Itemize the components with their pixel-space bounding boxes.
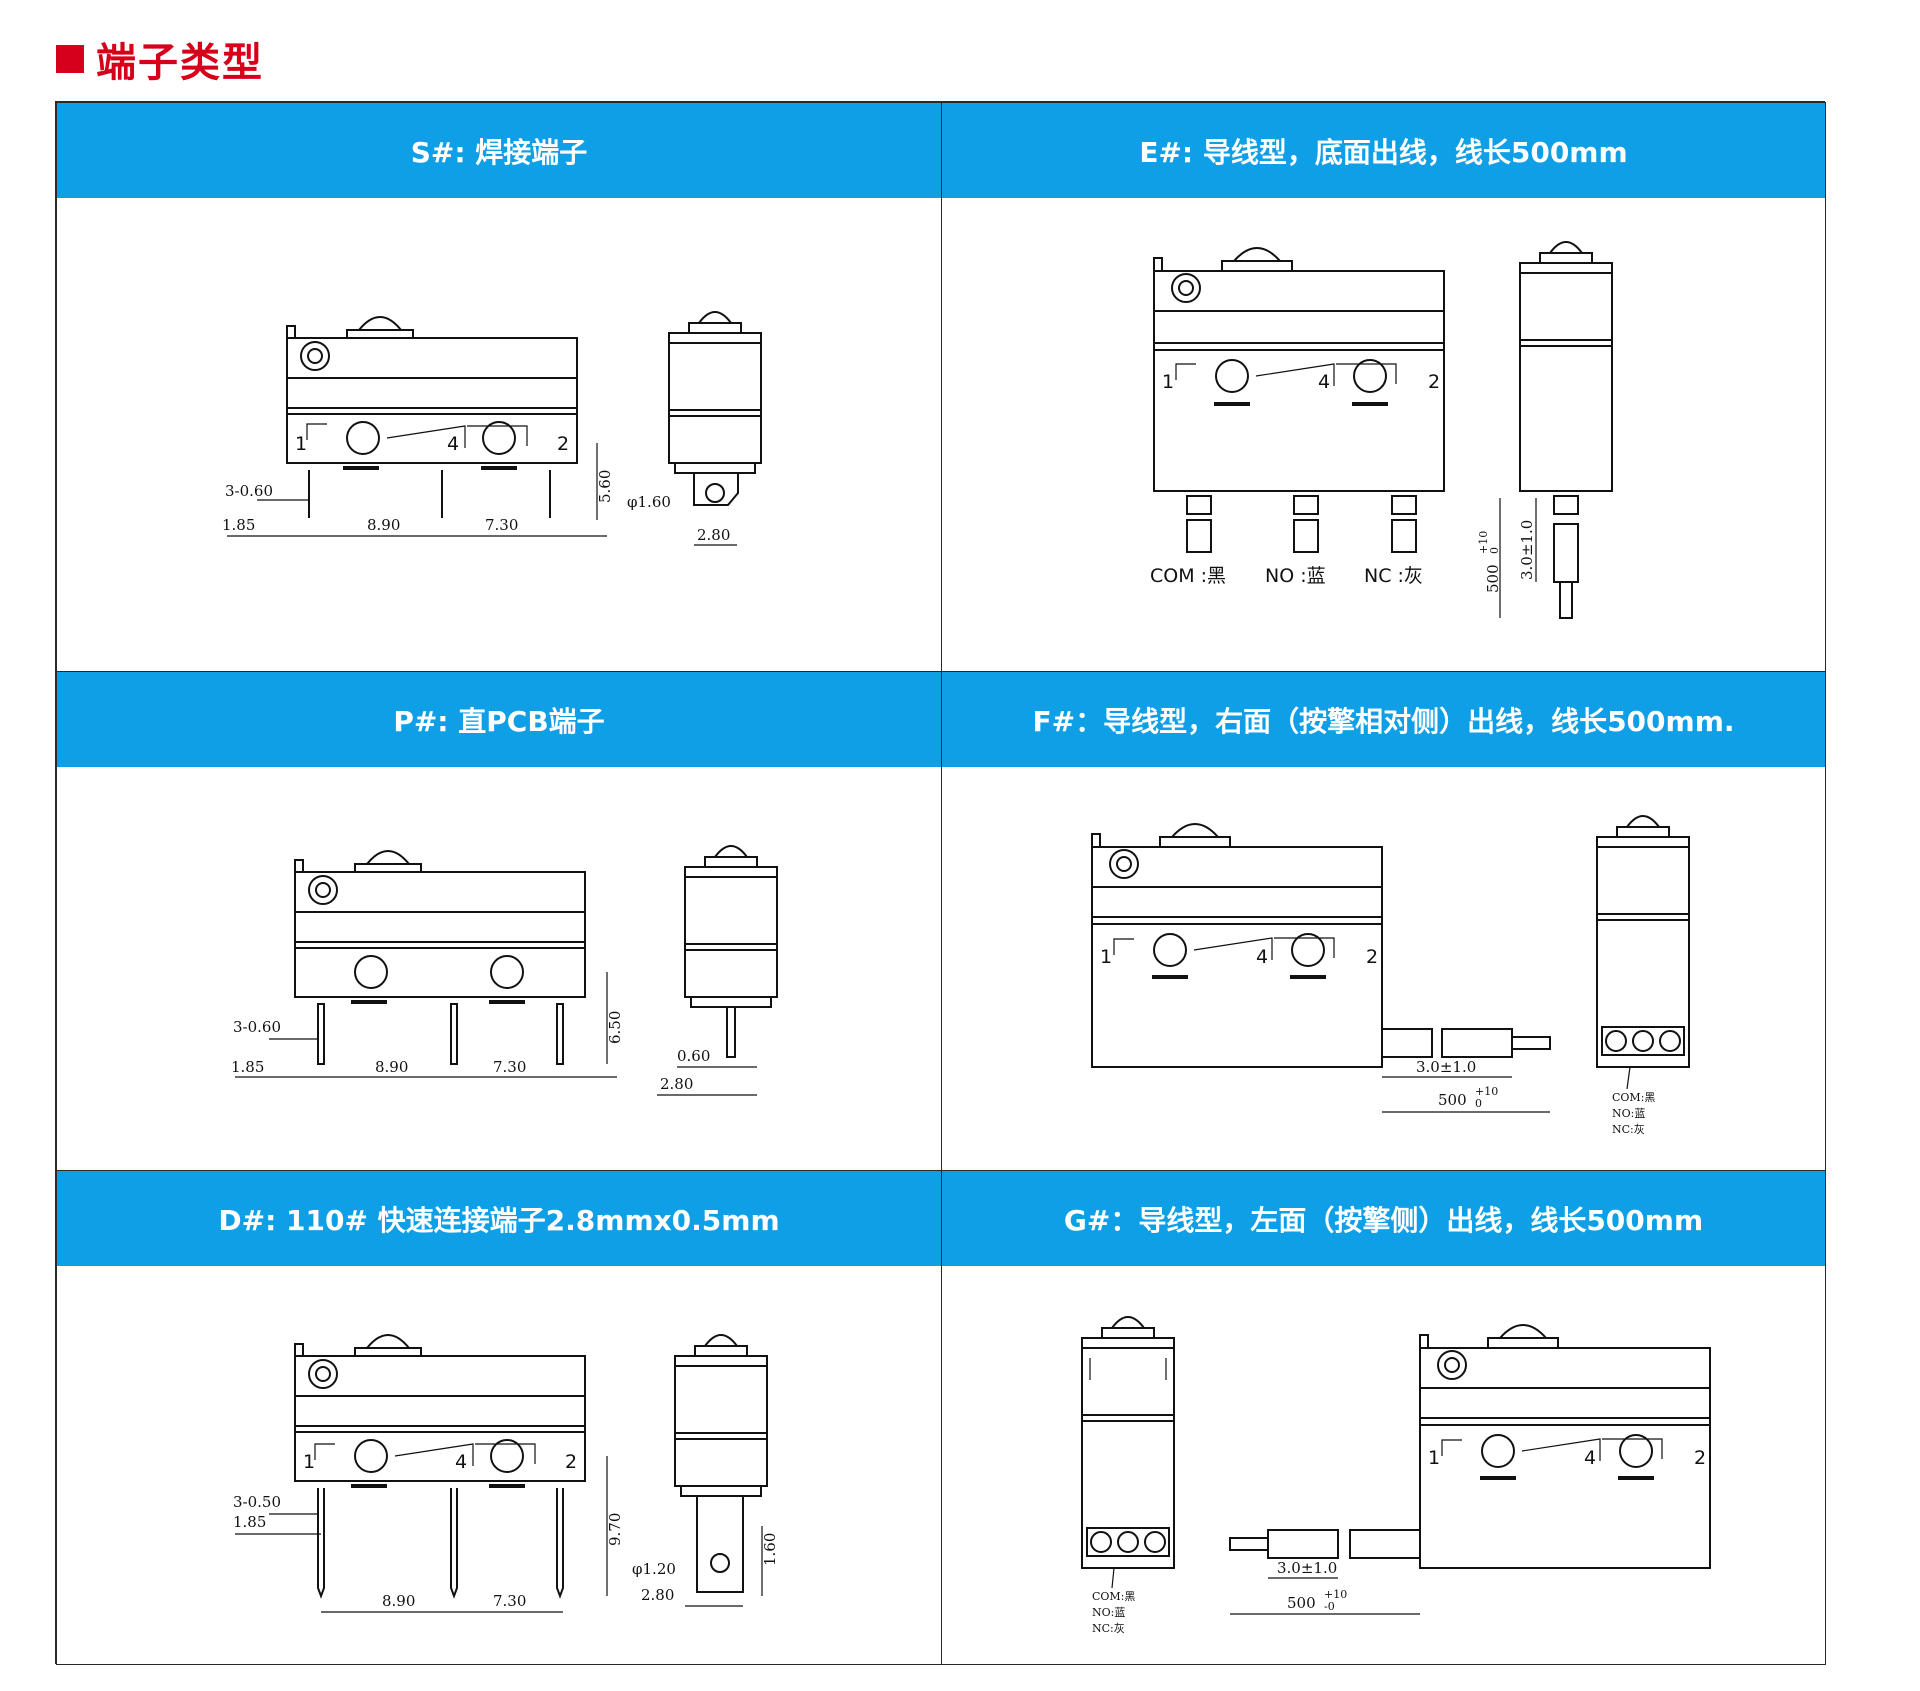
switch-front-view: 1 4 2 3.0±1.0 500 +10 -0 xyxy=(1229,1324,1711,1615)
pin-2-label: 2 xyxy=(1366,946,1378,968)
switch-side-view: 1.60 φ1.20 2.80 xyxy=(632,1334,779,1607)
panel-f: F#：导线型，右面（按擎相对侧）出线，线长500mm. xyxy=(941,671,1826,1171)
wire-no-label: NO:蓝 xyxy=(1092,1606,1125,1619)
dim-tab-width: 2.80 xyxy=(697,526,730,544)
switch-front-view: 1 4 2 3-0.50 1.85 8.90 7.30 9.70 xyxy=(233,1334,624,1613)
dim-hole-offset: 1.60 xyxy=(761,1533,779,1566)
pin-1-label: 1 xyxy=(303,1451,315,1473)
wire-no-label: NO:蓝 xyxy=(1612,1107,1645,1120)
wire-nc-label: NC:灰 xyxy=(1612,1122,1645,1136)
switch-front-view: 3-0.60 1.85 8.90 7.30 6.50 xyxy=(231,850,624,1078)
dim-tolerance-upper: +10 xyxy=(1477,531,1490,554)
switch-side-view: COM:黑 NO:蓝 NC:灰 xyxy=(1081,1316,1175,1635)
wire-nc-label: NC :灰 xyxy=(1364,565,1423,587)
dim-wire-strip: 3.0±1.0 xyxy=(1277,1559,1337,1577)
panel-e: E#: 导线型，底面出线，线长500mm xyxy=(941,102,1826,672)
dim-wire-length: 500 xyxy=(1287,1594,1316,1612)
dim-tolerance-upper: +10 xyxy=(1475,1085,1498,1098)
dim-pitch-1: 8.90 xyxy=(367,516,400,534)
wire-com-label: COM :黑 xyxy=(1150,565,1226,587)
dim-tolerance-lower: -0 xyxy=(1324,1600,1335,1613)
pin-1-label: 1 xyxy=(1162,371,1174,393)
dim-wire-strip: 3.0±1.0 xyxy=(1416,1058,1476,1076)
dim-pin-width: 3-0.50 xyxy=(233,1493,281,1511)
dim-hole: φ1.60 xyxy=(627,493,671,511)
dim-pitch-2: 7.30 xyxy=(493,1592,526,1610)
dim-tab-width: 2.80 xyxy=(641,1586,674,1604)
wire-no-label: NO :蓝 xyxy=(1265,565,1326,587)
terminal-type-grid: S#: 焊接端子 xyxy=(55,101,1826,1665)
wire-com-label: COM:黑 xyxy=(1092,1590,1135,1603)
pin-1-label: 1 xyxy=(1100,946,1112,968)
dim-height: 6.50 xyxy=(606,1011,624,1044)
title-marker xyxy=(56,45,84,73)
dim-height: 5.60 xyxy=(596,470,614,503)
pin-1-label: 1 xyxy=(1428,1447,1440,1469)
panel-e-title: E#: 导线型，底面出线，线长500mm xyxy=(942,103,1825,198)
panel-s-drawing: 1 4 2 3-0.60 1.85 8.90 7.30 5.60 xyxy=(57,198,941,673)
section-title-text: 端子类型 xyxy=(96,40,264,86)
switch-front-view: 1 4 2 COM :黑 NO :蓝 NC :灰 xyxy=(1150,247,1445,587)
switch-side-view: 3.0±1.0 500 +10 0 xyxy=(1477,241,1613,619)
pin-4-label: 4 xyxy=(1584,1447,1596,1469)
dim-pitch-1: 8.90 xyxy=(375,1058,408,1076)
switch-side-view: COM:黑 NO:蓝 NC:灰 xyxy=(1596,815,1690,1136)
panel-p-title: P#: 直PCB端子 xyxy=(57,672,941,767)
dim-tab-width: 2.80 xyxy=(660,1075,693,1093)
pin-2-label: 2 xyxy=(1428,371,1440,393)
dim-offset: 1.85 xyxy=(231,1058,264,1076)
dim-tolerance-lower: 0 xyxy=(1488,547,1501,554)
dim-tolerance-upper: +10 xyxy=(1324,1588,1347,1601)
dim-wire-strip: 3.0±1.0 xyxy=(1518,520,1536,580)
dim-pin-width: 3-0.60 xyxy=(225,482,273,500)
panel-s-title: S#: 焊接端子 xyxy=(57,103,941,198)
panel-p-drawing: 3-0.60 1.85 8.90 7.30 6.50 xyxy=(57,767,941,1172)
dim-pitch-2: 7.30 xyxy=(485,516,518,534)
panel-d: D#: 110# 快速连接端子2.8mmx0.5mm xyxy=(56,1170,942,1665)
dim-wire-length: 500 xyxy=(1484,564,1502,593)
panel-s: S#: 焊接端子 xyxy=(56,102,942,672)
panel-p: P#: 直PCB端子 xyxy=(56,671,942,1171)
pin-2-label: 2 xyxy=(557,433,569,455)
panel-g-title: G#：导线型，左面（按擎侧）出线，线长500mm xyxy=(942,1171,1825,1266)
pin-2-label: 2 xyxy=(565,1451,577,1473)
dim-pitch-2: 7.30 xyxy=(493,1058,526,1076)
section-title: 端子类型 xyxy=(56,34,264,86)
panel-d-drawing: 1 4 2 3-0.50 1.85 8.90 7.30 9.70 xyxy=(57,1266,941,1666)
panel-g: G#：导线型，左面（按擎侧）出线，线长500mm COM:黑 xyxy=(941,1170,1826,1665)
dim-height: 9.70 xyxy=(606,1513,624,1546)
pin-4-label: 4 xyxy=(455,1451,467,1473)
dim-wire-length: 500 xyxy=(1438,1091,1467,1109)
pin-1-label: 1 xyxy=(295,433,307,455)
switch-side-view: 0.60 2.80 xyxy=(657,845,778,1096)
dim-pin-thickness: 0.60 xyxy=(677,1047,710,1065)
panel-d-title: D#: 110# 快速连接端子2.8mmx0.5mm xyxy=(57,1171,941,1266)
dim-pitch-1: 8.90 xyxy=(382,1592,415,1610)
dim-hole: φ1.20 xyxy=(632,1560,676,1578)
panel-e-drawing: 1 4 2 COM :黑 NO :蓝 NC :灰 xyxy=(942,198,1825,673)
switch-front-view: 1 4 2 3.0±1.0 500 +10 0 xyxy=(1091,823,1551,1113)
switch-side-view: φ1.60 2.80 xyxy=(627,311,762,546)
dim-pin-width: 3-0.60 xyxy=(233,1018,281,1036)
dim-offset: 1.85 xyxy=(233,1513,266,1531)
panel-f-title: F#：导线型，右面（按擎相对侧）出线，线长500mm. xyxy=(942,672,1825,767)
wire-nc-label: NC:灰 xyxy=(1092,1621,1125,1635)
pin-4-label: 4 xyxy=(447,433,459,455)
pin-4-label: 4 xyxy=(1318,371,1330,393)
dim-tolerance-lower: 0 xyxy=(1475,1097,1482,1110)
dim-offset: 1.85 xyxy=(222,516,255,534)
pin-2-label: 2 xyxy=(1694,1447,1706,1469)
panel-g-drawing: COM:黑 NO:蓝 NC:灰 xyxy=(942,1266,1825,1666)
wire-com-label: COM:黑 xyxy=(1612,1091,1655,1104)
pin-4-label: 4 xyxy=(1256,946,1268,968)
switch-front-view: 1 4 2 3-0.60 1.85 8.90 7.30 5.60 xyxy=(222,316,614,537)
panel-f-drawing: 1 4 2 3.0±1.0 500 +10 0 xyxy=(942,767,1825,1172)
